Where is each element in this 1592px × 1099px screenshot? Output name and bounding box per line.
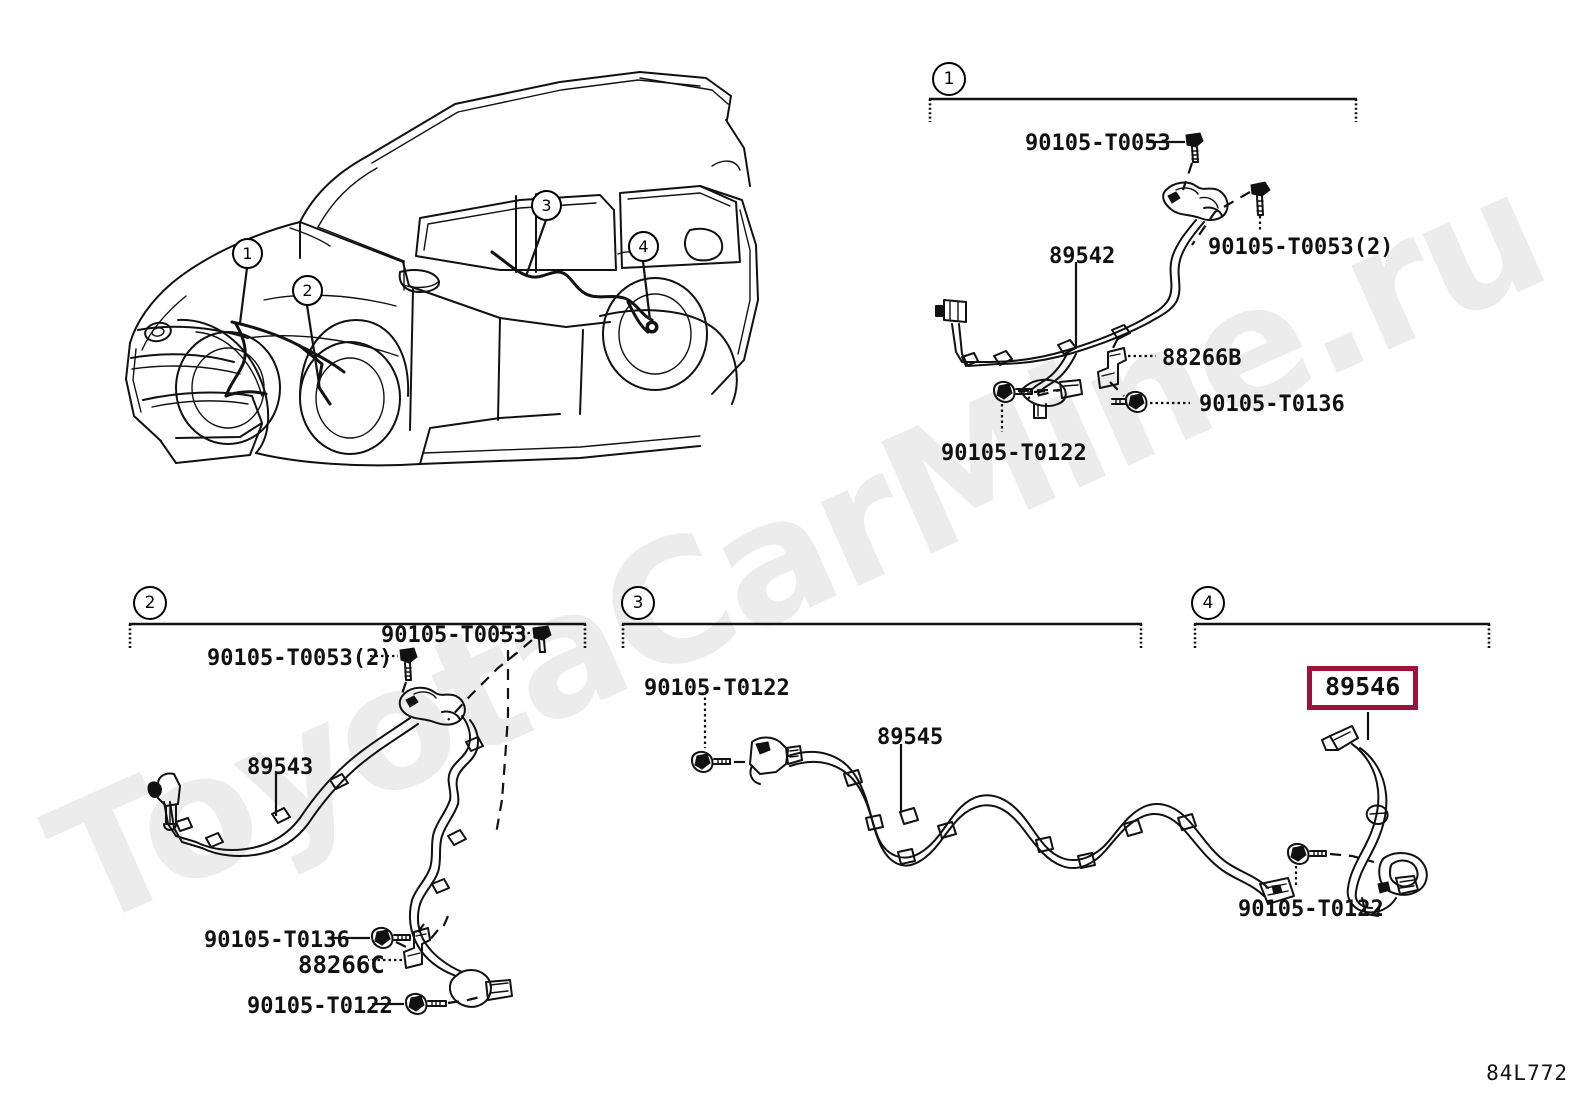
sensor-body-89546 xyxy=(1346,852,1428,917)
bracket-88266C xyxy=(403,927,431,969)
part-label-88266C: 88266C xyxy=(298,951,385,979)
panel-bracket-4 xyxy=(1193,622,1491,648)
panel-4-artwork xyxy=(1287,712,1428,917)
harness-clips-p3 xyxy=(843,769,1197,869)
vehicle-callout-1: 1 xyxy=(232,238,263,269)
bracket-88266B xyxy=(1097,347,1127,389)
vehicle-callout-3: 3 xyxy=(531,190,562,221)
part-label-90105-T0122-p2: 90105-T0122 xyxy=(247,994,393,1019)
panel-number-3: 3 xyxy=(621,586,655,620)
part-label-89543: 89543 xyxy=(247,755,314,780)
part-label-90105-T0053-2: 90105-T0053(2) xyxy=(1208,235,1394,260)
bolt-90105-T0053-2-p2 xyxy=(399,647,418,681)
part-label-90105-T0136-p2: 90105-T0136 xyxy=(204,928,350,953)
part-label-90105-T0053-2-p2: 90105-T0053(2) xyxy=(207,646,393,671)
part-label-90105-T0053-p2: 90105-T0053 xyxy=(381,623,527,648)
vehicle-callout-2: 2 xyxy=(292,275,323,306)
panel-3-artwork xyxy=(691,692,1295,905)
part-label-90105-T0122-p3: 90105-T0122 xyxy=(644,676,790,701)
panel-bracket-2 xyxy=(128,622,587,648)
vehicle-callout-leaders xyxy=(238,219,652,391)
bolt-90105-T0122-p2 xyxy=(405,993,447,1015)
part-label-88266B: 88266B xyxy=(1162,346,1242,371)
bolt-90105-T0053-2 xyxy=(1250,181,1271,216)
vehicle-callout-4: 4 xyxy=(628,231,659,262)
harness-clip-p4 xyxy=(1365,804,1389,825)
vehicle-harness-routing xyxy=(224,250,659,406)
panel-bracket-3 xyxy=(621,622,1143,648)
harness-end-connector xyxy=(935,299,967,323)
panel-1-artwork xyxy=(935,132,1271,432)
panel-bracket-1 xyxy=(928,97,1358,122)
part-label-90105-T0122: 90105-T0122 xyxy=(941,441,1087,466)
part-label-89545: 89545 xyxy=(877,725,944,750)
sensor-head-89543 xyxy=(147,772,181,831)
panel-2-artwork xyxy=(147,625,552,1015)
bolt-90105-T0053-p2 xyxy=(532,625,552,653)
harness-grommet xyxy=(1020,378,1083,419)
bolt-90105-T0136-p2 xyxy=(371,927,411,949)
part-label-89542: 89542 xyxy=(1049,244,1116,269)
panel-number-4: 4 xyxy=(1191,586,1225,620)
harness-connector-p2 xyxy=(398,686,466,726)
part-label-90105-T0122-p4: 90105-T0122 xyxy=(1238,897,1384,922)
connector-89546 xyxy=(1321,725,1359,751)
diagram-code: 84L772 xyxy=(1486,1061,1568,1085)
harness-clips-p2 xyxy=(175,773,349,848)
panel-number-1: 1 xyxy=(932,62,966,96)
sensor-head-lower-p2 xyxy=(448,969,513,1008)
part-label-90105-T0136: 90105-T0136 xyxy=(1199,392,1345,417)
bolt-90105-T0136 xyxy=(1111,391,1148,413)
sensor-head-89545 xyxy=(749,736,803,785)
harness-end-connector-p3 xyxy=(1259,877,1295,905)
bolt-90105-T0053 xyxy=(1185,132,1204,163)
vehicle-body-outline xyxy=(125,71,759,467)
bolt-90105-T0122-p3 xyxy=(691,751,731,773)
panel-number-2: 2 xyxy=(133,586,167,620)
harness-clips-p2b xyxy=(431,736,484,894)
part-label-90105-T0053: 90105-T0053 xyxy=(1025,131,1171,156)
highlighted-part-89546[interactable]: 89546 xyxy=(1307,666,1419,711)
bolt-90105-T0122-p4 xyxy=(1287,843,1327,865)
harness-connector-body xyxy=(1162,181,1229,221)
